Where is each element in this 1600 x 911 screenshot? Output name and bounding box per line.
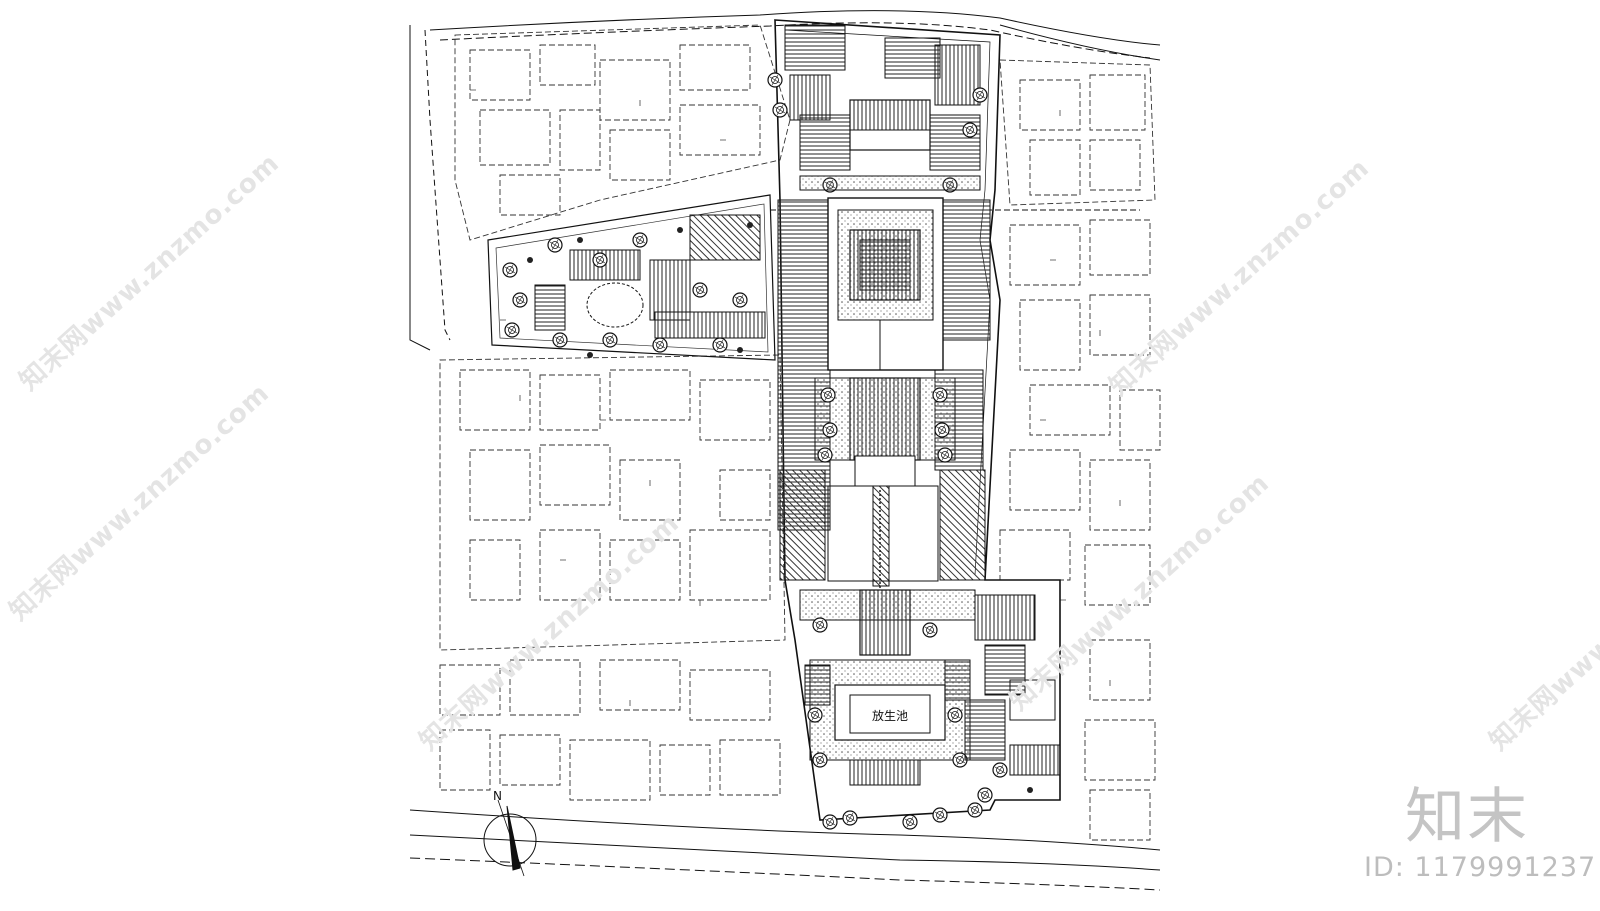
surrounding-blocks [439,24,1161,841]
southeast-annex [964,594,1061,803]
pond-label: 放生池 [872,708,908,723]
north-halls [767,24,988,193]
west-annex-garden [487,194,776,361]
south-courtyard: 放生池 [799,589,983,830]
north-compass: N [483,789,537,877]
brand-logo: 知末 [1405,782,1529,852]
compass-north-label: N [493,789,502,803]
great-hall-courtyard [777,197,991,587]
brand-id-text: ID: 1179991237 [1364,852,1597,883]
survey-marks [470,89,1121,706]
